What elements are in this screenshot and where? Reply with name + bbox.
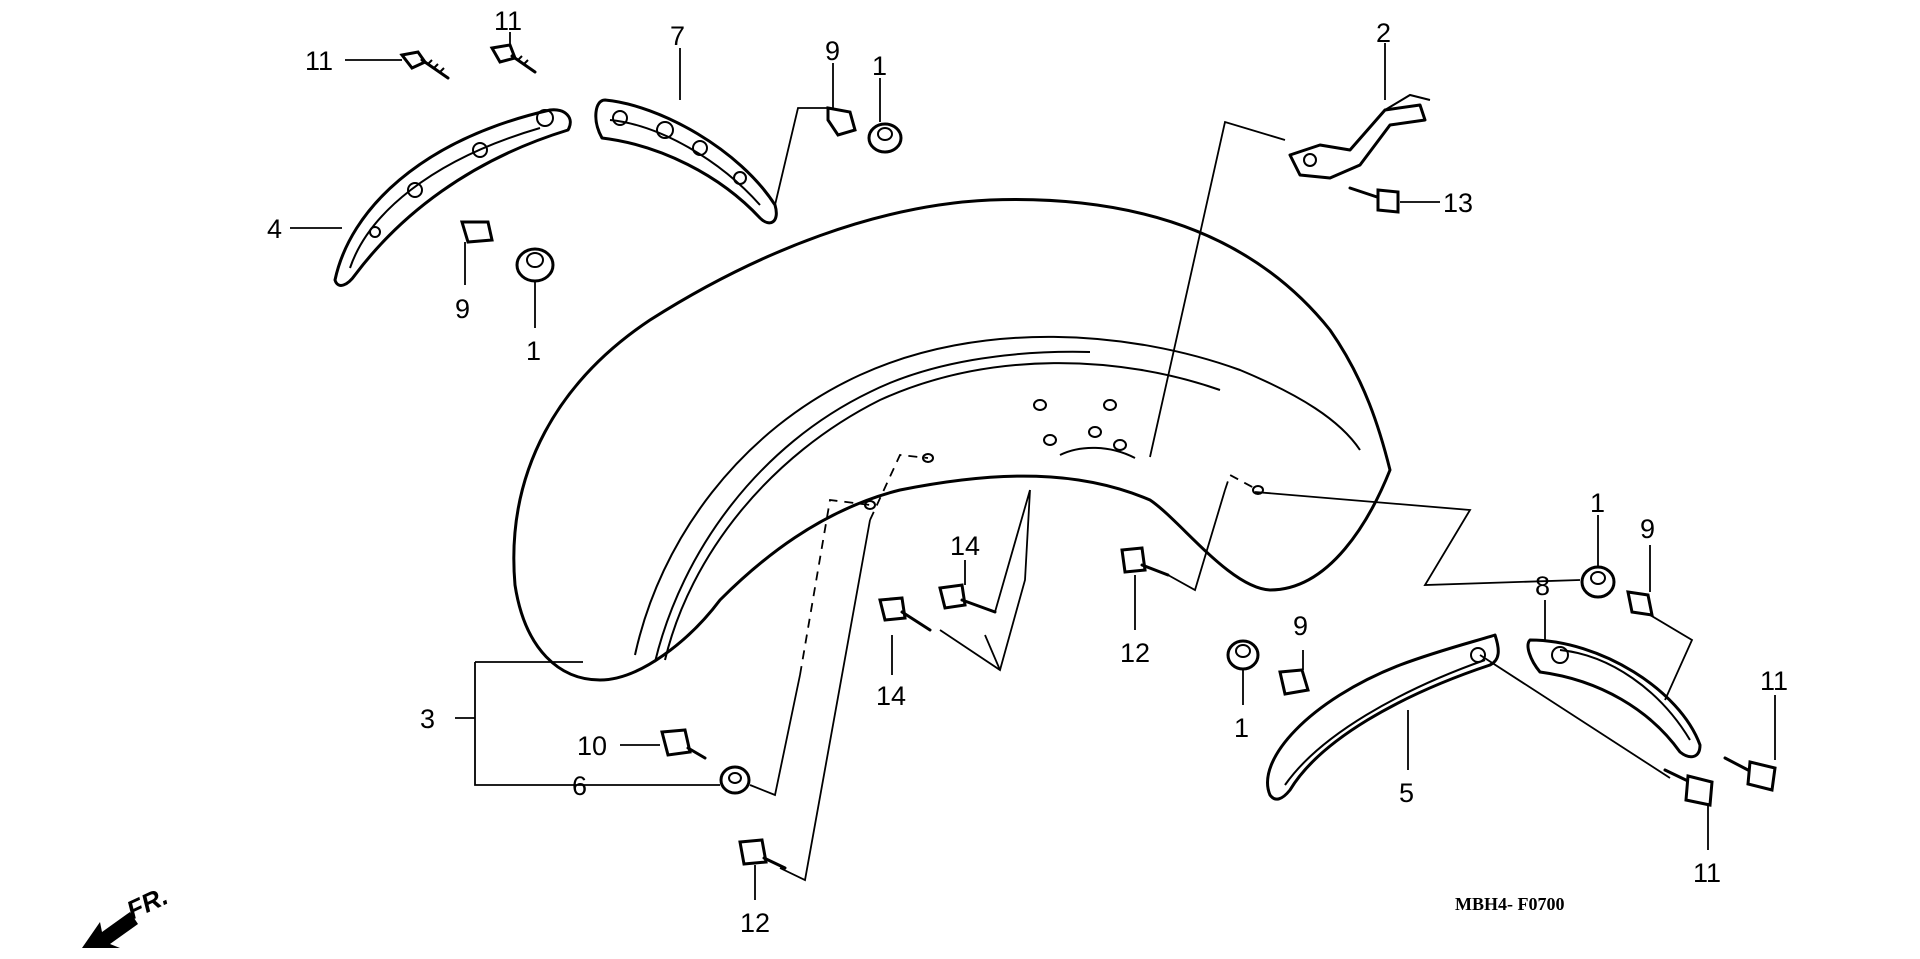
callout-label: 6 [572,771,587,801]
bolt-icon [660,728,707,760]
bolt-icon [938,583,997,614]
leader-lines [290,32,1776,900]
callout-label: 3 [420,704,435,734]
collar-icon [1580,565,1616,599]
bolt-icon [738,838,787,870]
bolt-icon [1120,546,1170,577]
callout-label: 2 [1376,18,1391,48]
callout-label: 9 [455,294,470,324]
callout-label: 10 [577,731,607,761]
clip-nut-icon [826,106,857,137]
front-fender [512,198,1392,682]
callout-label: 4 [267,214,282,244]
callout-label: 9 [1640,514,1655,544]
callout-label: 12 [740,908,770,938]
fender-trim-inner-left [594,98,778,225]
collar-icon [719,765,751,795]
callout-label: 14 [950,531,980,561]
callout-label: 11 [494,6,522,36]
fender-trim-left [333,108,572,287]
fender-trim-right [1266,633,1500,801]
fender-trim-inner-right [1526,638,1702,759]
callout-label: 1 [526,336,541,366]
callout-label: 11 [1693,858,1721,888]
callout-label: 9 [825,36,840,66]
bolt-icon [1348,186,1400,214]
collar-icon [867,122,903,154]
callout-label: 14 [876,681,906,711]
clip-nut-icon [1278,668,1310,696]
collar-icon [515,247,555,283]
diagram-code: MBH4- F0700 [1455,894,1565,914]
callout-label: 11 [1760,666,1788,696]
callout-label: 1 [1234,713,1249,743]
callout-label: 8 [1535,571,1550,601]
callout-label: 7 [670,21,685,51]
bracket [1288,93,1431,180]
front-direction-arrow-icon: FR. [82,881,173,948]
bolt-icon [489,43,537,74]
clip-nut-icon [459,220,494,244]
callout-label: 12 [1120,638,1150,668]
bolt-icon [1663,768,1714,807]
callout-label: 1 [1590,488,1605,518]
callout-label: 13 [1443,188,1473,218]
clip-nut-icon [1626,590,1654,617]
bolt-icon [399,50,450,80]
callout-label: 9 [1293,611,1308,641]
callout-label: 11 [305,46,333,76]
callout-label: 1 [872,51,887,81]
collar-icon [1226,639,1260,671]
callout-label: 5 [1399,778,1414,808]
bolt-icon [1723,756,1777,792]
bolt-icon [878,596,932,632]
